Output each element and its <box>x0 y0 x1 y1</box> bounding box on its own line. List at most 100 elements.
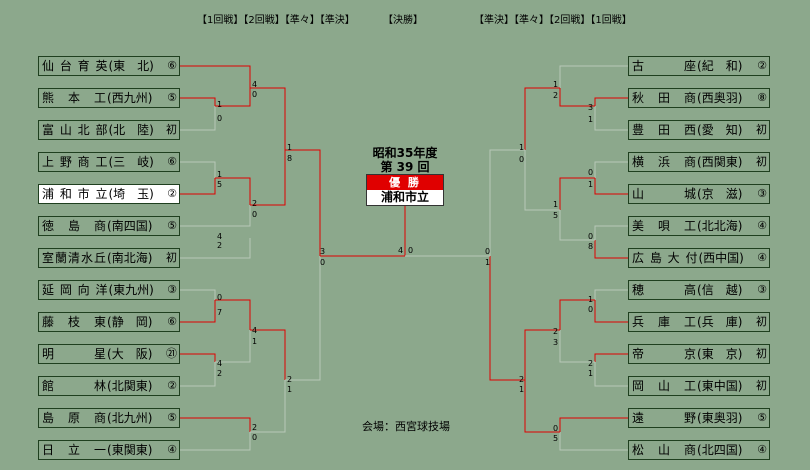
team-name: 遠 野 <box>632 411 698 425</box>
score-38: 1 <box>588 295 594 304</box>
left-r1d-bottom <box>180 362 216 387</box>
team-prefecture: (大 阪) <box>107 347 153 361</box>
team-prefecture: (北九州) <box>107 411 153 425</box>
right-team-2: 豊 田 西(愛 知)初 <box>628 120 770 140</box>
left-team-2: 富 山 北 部(北 陸)初 <box>38 120 180 140</box>
team-prefecture: (北 陸) <box>108 123 154 137</box>
left-qfb-win <box>285 256 321 381</box>
left-r1c-win <box>215 299 251 330</box>
team-appearances: ③ <box>757 187 767 200</box>
team-appearances: ㉑ <box>166 347 177 360</box>
score-0: 4 <box>252 80 258 89</box>
left-qfa-win <box>285 149 321 256</box>
team-appearances: ③ <box>757 283 767 296</box>
score-7: 0 <box>252 210 258 219</box>
left-r1c-bottom <box>180 300 216 323</box>
team-appearances: ② <box>757 59 767 72</box>
score-39: 0 <box>588 305 594 314</box>
team-prefecture: (静 岡) <box>107 315 153 329</box>
right-r1b-win <box>559 177 595 210</box>
score-13: 7 <box>217 308 223 317</box>
team-appearances: ② <box>167 187 177 200</box>
score-23: 0 <box>320 258 326 267</box>
team-prefecture: (西奥羽) <box>697 91 743 105</box>
header-left-rounds: 【1回戦】【2回戦】【準々】【準決】 <box>197 15 355 26</box>
team-appearances: ⑤ <box>757 411 767 424</box>
right-team-4: 山 城(京 滋)③ <box>628 184 770 204</box>
score-42: 2 <box>588 359 594 368</box>
score-3: 0 <box>217 114 223 123</box>
score-26: 1 <box>553 80 559 89</box>
team-prefecture: (信 越) <box>697 283 743 297</box>
right-team-7: 穂 高(信 越) ③ <box>628 280 770 300</box>
right-r1c-win <box>559 210 595 241</box>
score-34: 1 <box>553 200 559 209</box>
left-team-9: 明 星(大 阪)㉑ <box>38 344 180 364</box>
left-team6 <box>180 238 251 259</box>
right-team12 <box>559 432 630 451</box>
title-edition: 第 39 回 <box>380 160 430 174</box>
score-19: 1 <box>287 385 293 394</box>
score-37: 8 <box>588 242 594 251</box>
left-team-7: 延 岡 向 洋(東九州)③ <box>38 280 180 300</box>
team-appearances: 初 <box>756 155 767 168</box>
team-name: 松 山 商 <box>632 443 698 457</box>
left-r2a-win <box>250 87 286 150</box>
team-name: 広 島 大 付 <box>632 251 699 265</box>
score-9: 2 <box>217 241 223 250</box>
team-name: 兵 庫 工 <box>632 315 698 329</box>
team-appearances: ⑥ <box>167 315 177 328</box>
team-prefecture: (三 岐) <box>108 155 154 169</box>
team-name: 藤 枝 東 <box>42 315 108 329</box>
score-6: 2 <box>252 199 258 208</box>
score-46: 0 <box>553 424 559 433</box>
team-prefecture: (東 北) <box>108 59 154 73</box>
score-41: 3 <box>553 338 559 347</box>
score-31: 0 <box>519 155 525 164</box>
right-team-1: 秋 田 商(西奥羽)⑧ <box>628 88 770 108</box>
left-r2d-win <box>250 380 286 433</box>
team-name: 穂 高 <box>632 283 698 297</box>
team-appearances: ④ <box>167 443 177 456</box>
team-name: 徳 島 商 <box>42 219 108 233</box>
right-r1b-bottom <box>594 178 630 195</box>
left-r1b-top <box>180 161 216 178</box>
team-name: 浦 和 市 立 <box>42 187 109 201</box>
right-team-11: 遠 野(東奥羽)⑤ <box>628 408 770 428</box>
title-era: 昭和35年度 <box>372 146 438 160</box>
left-team5 <box>180 205 251 227</box>
right-r1a-win <box>559 88 595 107</box>
score-28: 3 <box>588 103 594 112</box>
right-team11 <box>559 417 630 432</box>
left-team-10: 館 林(北関東)② <box>38 376 180 396</box>
team-appearances: ④ <box>757 443 767 456</box>
team-name: 室蘭清水丘 <box>42 251 108 265</box>
right-r1e-win <box>559 330 595 363</box>
score-5: 5 <box>217 180 223 189</box>
score-20: 2 <box>252 423 258 432</box>
left-team-5: 徳 島 商(南四国)⑤ <box>38 216 180 236</box>
score-29: 1 <box>588 115 594 124</box>
left-team12 <box>180 432 251 451</box>
team-name: 豊 田 西 <box>632 123 698 137</box>
team-name: 館 林 <box>42 379 108 393</box>
right-team-5: 美 唄 工(北北海)④ <box>628 216 770 236</box>
score-4: 1 <box>217 170 223 179</box>
team-appearances: ⑤ <box>167 91 177 104</box>
right-team-8: 兵 庫 工(兵 庫)初 <box>628 312 770 332</box>
team-prefecture: (京 滋) <box>697 187 743 201</box>
venue: 会場：西宮球技場 <box>362 420 450 433</box>
score-11: 8 <box>287 154 293 163</box>
team-appearances: ③ <box>167 283 177 296</box>
left-team-12: 日 立 一(東関東)④ <box>38 440 180 460</box>
left-team-4: 浦 和 市 立(埼 玉)② <box>38 184 180 204</box>
right-team-12: 松 山 商(北四国)④ <box>628 440 770 460</box>
left-r2b-win <box>250 150 286 206</box>
team-prefecture: (兵 庫) <box>697 315 743 329</box>
score-32: 0 <box>588 168 594 177</box>
score-2: 1 <box>217 100 223 109</box>
right-team-6: 広 島 大 付(西中国)④ <box>628 248 770 268</box>
left-r1a-bottom <box>180 106 216 131</box>
